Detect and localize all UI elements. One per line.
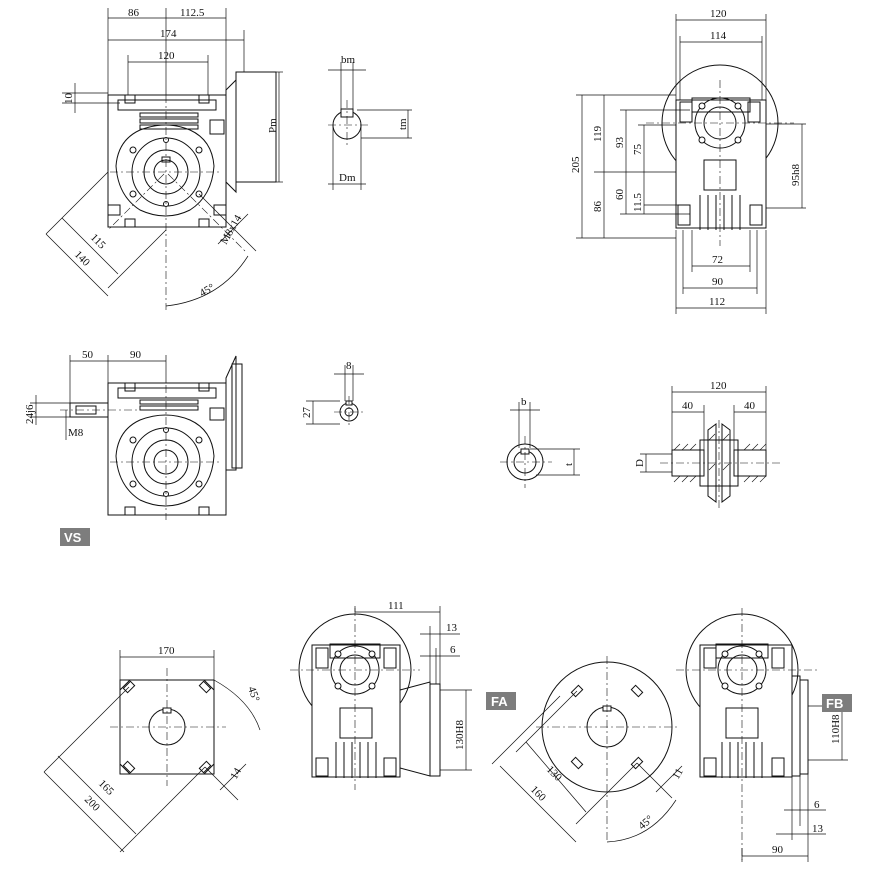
fa-side-view: 111 13 6 130H8 FA [290,600,516,790]
hollow-shaft-cross-section: 120 40 40 D [634,380,780,510]
dim-6: 6 [814,799,820,811]
badge-vs: VS [64,530,82,545]
flange-fb-front-view: 130 160 11 45° [491,656,686,843]
dim-140: 140 [72,249,93,270]
dim-10: 10 [63,93,75,105]
dim-119: 119 [592,125,604,142]
dim-120: 120 [710,380,727,392]
input-shaft-key-section: 8 27 [301,360,364,428]
dim-m8: M8 [68,427,84,439]
dim-D: D [634,459,646,467]
dim-95h8: 95h8 [790,164,802,187]
dim-112: 112 [709,296,725,308]
dim-13: 13 [812,823,824,835]
dim-angle-45: 45° [245,685,262,704]
dim-205: 205 [570,156,582,173]
dim-130h8: 130H8 [454,720,466,750]
dim-75: 75 [632,144,644,156]
dim-11: 11 [670,766,686,781]
dim-angle-45: 45° [636,813,656,832]
dim-tm: tm [397,118,409,130]
dim-t: t [563,463,575,466]
dim-115: 115 [88,232,108,252]
dim-200: 200 [82,794,103,815]
dim-b: b [521,396,527,408]
dim-93: 93 [614,137,626,149]
dim-8: 8 [346,360,352,372]
dim-90: 90 [712,276,724,288]
dim-174: 174 [160,28,177,40]
dim-111: 111 [388,600,404,612]
top-left-front-view: 86 112.5 174 120 10 Pm 115 140 M8x14 45° [45,7,283,310]
dim-110h8: 110H8 [830,714,842,744]
dim-50: 50 [82,349,94,361]
hollow-shaft-keyway-section: b t [500,396,580,488]
dim-120: 120 [158,50,175,62]
output-shaft-keyway-section: bm tm Dm [328,54,412,190]
dim-72: 72 [712,254,723,266]
dim-90: 90 [130,349,142,361]
dim-170: 170 [158,645,175,657]
dim-27: 27 [301,407,313,419]
dim-24j6: 24j6 [24,404,36,424]
dim-90: 90 [772,844,784,856]
dim-86: 86 [592,201,604,213]
badge-fb: FB [826,696,843,711]
dim-pm: Pm [267,118,279,133]
dim-165: 165 [96,778,117,799]
dim-120: 120 [710,8,727,20]
flange-fa-front-view: 170 45° 165 200 14 [43,645,262,853]
badge-fa: FA [491,694,508,709]
dim-40-left: 40 [682,400,694,412]
dim-6: 6 [450,644,456,656]
dim-160: 160 [528,784,549,805]
dim-bm: bm [341,54,356,66]
top-right-side-view: 120 114 205 119 86 93 75 60 11.5 95h8 [570,8,806,314]
dim-112-5: 112.5 [180,7,205,19]
dim-114: 114 [710,30,727,42]
dim-dm: Dm [339,172,356,184]
dim-60: 60 [614,189,626,201]
dim-86: 86 [128,7,140,19]
dim-13: 13 [446,622,458,634]
vs-front-view: 50 90 24j6 M8 VS [24,349,243,546]
fb-side-view: 110H8 6 13 90 FB [676,608,852,862]
dim-40-right: 40 [744,400,756,412]
dim-11-5: 11.5 [632,193,644,212]
